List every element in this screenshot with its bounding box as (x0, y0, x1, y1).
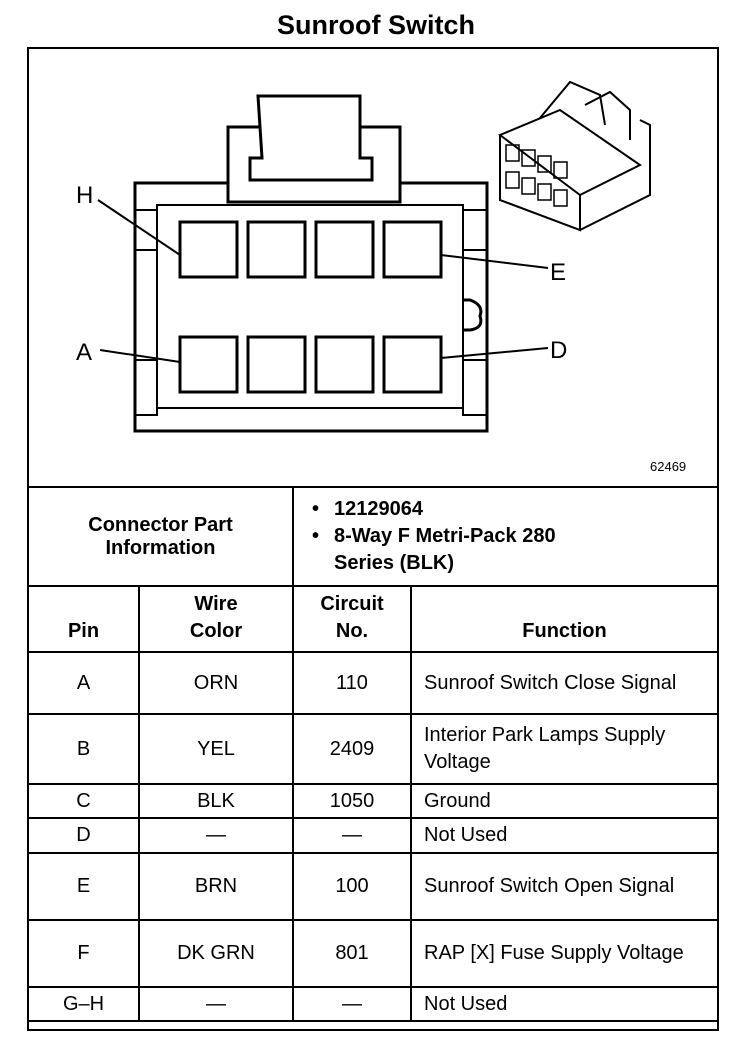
figure-number: 62469 (650, 459, 687, 474)
wire-color-cell: BRN (138, 852, 294, 921)
connector-3d-icon (498, 80, 651, 232)
keyway (463, 298, 483, 332)
part-number: 12129064 (334, 496, 717, 523)
pinout-table: Connector Part Information 12129064 8-Wa… (27, 486, 719, 1022)
pin-cell: A (27, 651, 140, 715)
circuit-cell: 801 (292, 919, 412, 988)
header-wire-color: Wire Color (138, 585, 294, 653)
function-cell: Not Used (410, 986, 719, 1022)
pin-cell: C (27, 783, 140, 819)
circuit-cell: 2409 (292, 713, 412, 785)
pin-cavities-bottom (178, 335, 443, 394)
table-row: D — — Not Used (27, 817, 719, 854)
connector-info-row: Connector Part Information 12129064 8-Wa… (27, 486, 719, 587)
function-cell: RAP [X] Fuse Supply Voltage (410, 919, 719, 988)
table-row: F DK GRN 801 RAP [X] Fuse Supply Voltage (27, 919, 719, 988)
pin-label-d: D (550, 337, 567, 364)
circuit-cell: 110 (292, 651, 412, 715)
pin-cell: D (27, 817, 140, 854)
connector-type: 8-Way F Metri-Pack 280 Series (BLK) (334, 523, 717, 577)
pin-label-a: A (76, 339, 92, 366)
function-cell: Ground (410, 783, 719, 819)
circuit-cell: — (292, 817, 412, 854)
pin-label-h: H (76, 182, 93, 209)
function-cell: Sunroof Switch Close Signal (410, 651, 719, 715)
header-circuit: Circuit No. (292, 585, 412, 653)
function-cell: Sunroof Switch Open Signal (410, 852, 719, 921)
table-header: Pin Wire Color Circuit No. Function (27, 585, 719, 653)
wire-color-cell: BLK (138, 783, 294, 819)
leader-lines (97, 199, 549, 363)
table-row: G–H — — Not Used (27, 986, 719, 1022)
wire-color-cell: — (138, 986, 294, 1022)
pin-cavities-top (178, 220, 443, 279)
table-row: C BLK 1050 Ground (27, 783, 719, 819)
pin-cell: E (27, 852, 140, 921)
wire-color-cell: ORN (138, 651, 294, 715)
pin-cell: B (27, 713, 140, 785)
latch-tab (248, 94, 374, 182)
circuit-cell: 1050 (292, 783, 412, 819)
pin-label-e: E (550, 259, 566, 286)
header-function: Function (410, 585, 719, 653)
header-pin: Pin (27, 585, 140, 653)
table-row: E BRN 100 Sunroof Switch Open Signal (27, 852, 719, 921)
connector-body (133, 181, 489, 433)
wire-color-cell: — (138, 817, 294, 854)
circuit-cell: — (292, 986, 412, 1022)
wire-color-cell: DK GRN (138, 919, 294, 988)
page-title: Sunroof Switch (277, 10, 475, 40)
pin-cell: F (27, 919, 140, 988)
connector-diagram: H E A D (76, 80, 651, 433)
function-cell: Interior Park Lamps Supply Voltage (410, 713, 719, 785)
connector-info-list: 12129064 8-Way F Metri-Pack 280 Series (… (294, 496, 717, 577)
wire-color-cell: YEL (138, 713, 294, 785)
table-row: A ORN 110 Sunroof Switch Close Signal (27, 651, 719, 715)
circuit-cell: 100 (292, 852, 412, 921)
function-cell: Not Used (410, 817, 719, 854)
pin-labels: H E A D (76, 182, 567, 366)
table-row: B YEL 2409 Interior Park Lamps Supply Vo… (27, 713, 719, 785)
pin-cell: G–H (27, 986, 140, 1022)
connector-face (97, 94, 549, 433)
connector-info-label: Connector Part Information (27, 486, 294, 587)
connector-cavity (156, 204, 464, 409)
